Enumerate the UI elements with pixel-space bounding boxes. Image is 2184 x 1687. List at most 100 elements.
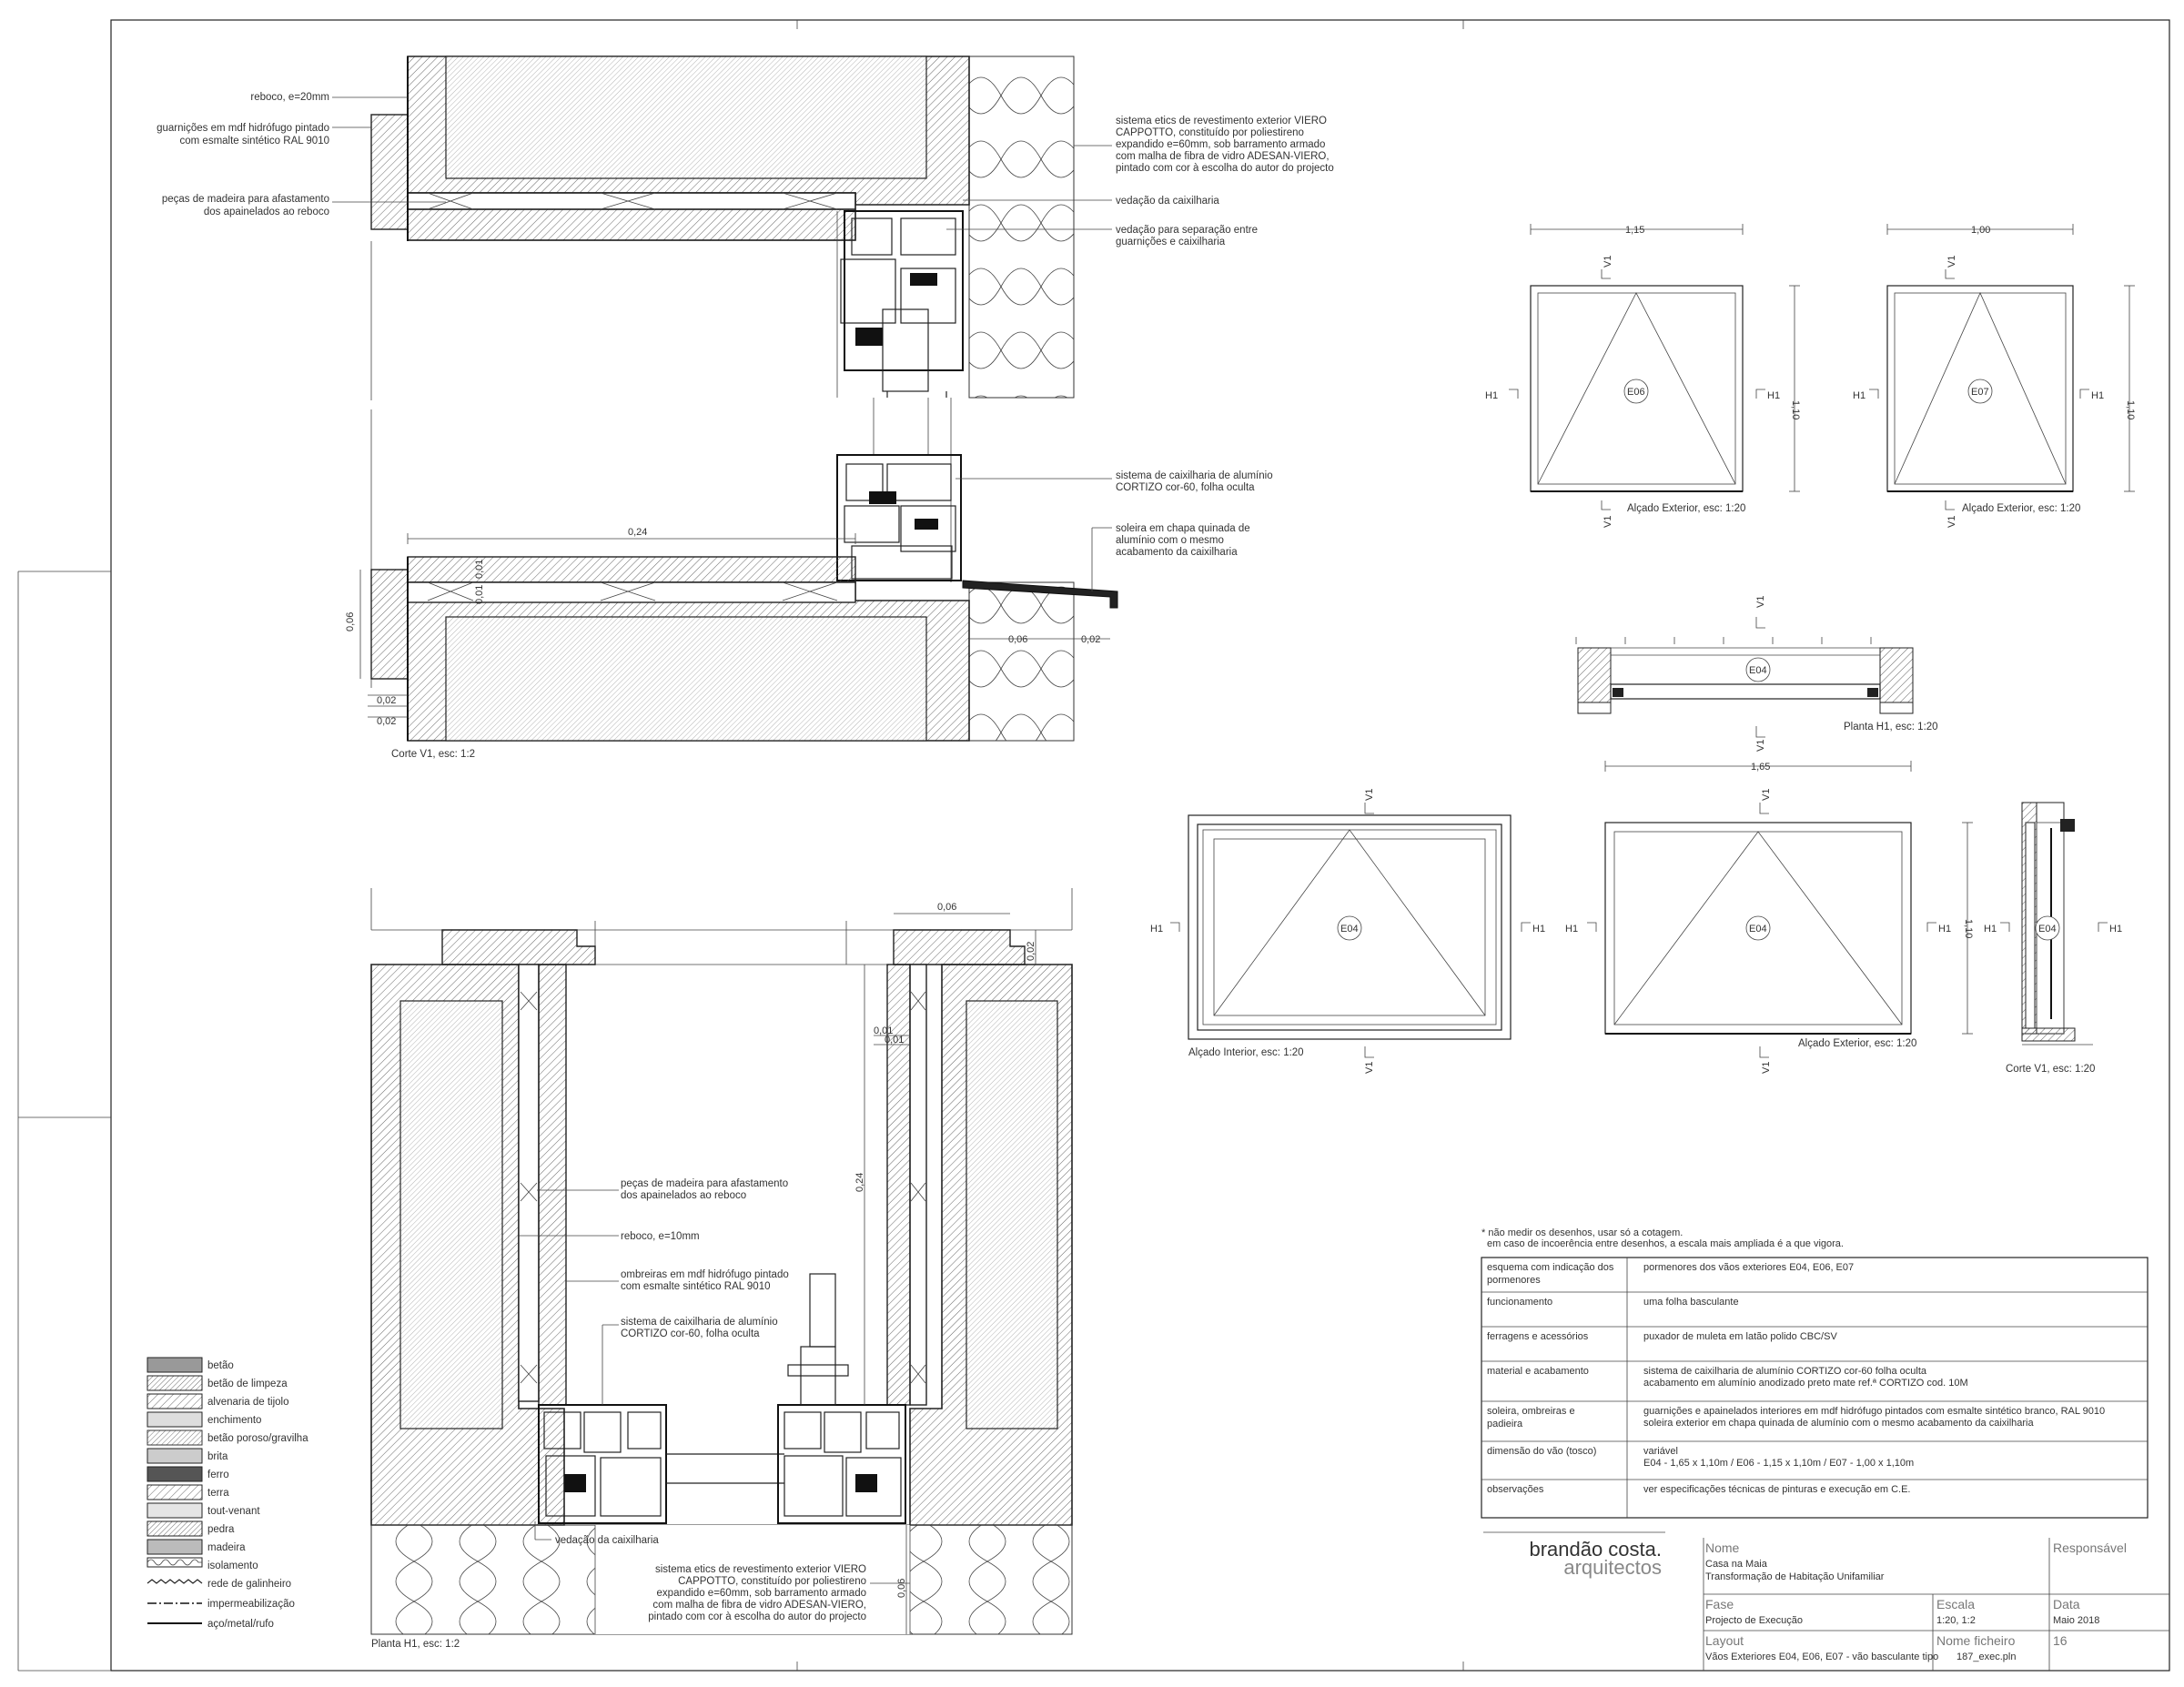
tb-sheet-no: 16 [2053, 1633, 2068, 1648]
legend-7: terra [207, 1488, 229, 1499]
e06-height: 1,10 [1790, 400, 1801, 419]
note-0: * não medir os desenhos, usar só a cotag… [1481, 1227, 1683, 1238]
legend-6: ferro [207, 1470, 229, 1480]
e06-h1-right: H1 [1767, 390, 1780, 401]
label-vedacao-sep-2: guarnições e caixilharia [1116, 237, 1226, 247]
tb-fase: Projecto de Execução [1705, 1615, 1803, 1626]
spec-table: esquema com indicação dospormenoresporme… [1481, 1257, 2149, 1519]
legend-4: betão poroso/gravilha [207, 1433, 308, 1444]
e04e-v1-top: V1 [1761, 789, 1772, 801]
e04e-width: 1,65 [1751, 762, 1770, 773]
caption-corte-v1: Corte V1, esc: 1:2 [391, 749, 475, 760]
spec-row-label: observações [1487, 1484, 1544, 1495]
spec-row-value: sistema de caixilharia de alumínio CORTI… [1643, 1366, 1927, 1377]
tb-data: Maio 2018 [2053, 1615, 2099, 1626]
spec-row-label: material e acabamento [1487, 1366, 1589, 1377]
plan-label-etics-2: CAPPOTTO, constituído por poliestireno [678, 1576, 866, 1587]
tb-layout-label: Layout [1705, 1633, 1744, 1648]
material-legend: betão betão de limpeza alvenaria de tijo… [147, 1357, 308, 1630]
e07-v1-bottom: V1 [1946, 516, 1957, 528]
legend-9: pedra [207, 1524, 235, 1535]
dim-0-01-b: 0,01 [474, 585, 485, 604]
e07-v1-top: V1 [1946, 256, 1957, 268]
label-vedacao-sep-1: vedação para separação entre [1116, 225, 1258, 236]
plan-label-etics-4: com malha de fibra de vidro ADESAN-VIERO… [652, 1600, 866, 1611]
legend-2: alvenaria de tijolo [207, 1397, 289, 1408]
plan-e04-caption: Planta H1, esc: 1:20 [1844, 722, 1938, 732]
plan-label-caixilharia-1: sistema de caixilharia de alumínio [621, 1317, 778, 1328]
spec-row-label: esquema com indicação dos [1487, 1262, 1614, 1273]
plan-label-etics-5: pintado com cor à escolha do autor do pr… [648, 1611, 866, 1622]
e07-tag: E07 [1971, 387, 1989, 398]
tb-ficheiro: 187_exec.pln [1956, 1652, 2016, 1662]
spec-notes: * não medir os desenhos, usar só a cotag… [1481, 1227, 1844, 1249]
e04e-h1-left: H1 [1565, 924, 1578, 934]
spec-row-value: guarnições e apainelados interiores em m… [1643, 1406, 2105, 1417]
plan-e04-v1-bottom: V1 [1755, 740, 1766, 752]
e07-caption: Alçado Exterior, esc: 1:20 [1962, 503, 2080, 514]
label-etics-3: expandido e=60mm, sob barramento armado [1116, 139, 1325, 150]
window-profile-lower [836, 454, 962, 581]
label-etics-4: com malha de fibra de vidro ADESAN-VIERO… [1116, 151, 1330, 162]
label-pecas-2: dos apainelados ao reboco [204, 207, 329, 217]
legend-8: tout-venant [207, 1506, 260, 1517]
plan-label-ombreiras-2: com esmalte sintético RAL 9010 [621, 1281, 771, 1292]
plan-dim-0-06: 0,06 [937, 902, 956, 913]
caption-planta-h1: Planta H1, esc: 1:2 [371, 1639, 460, 1650]
tb-nome-1: Casa na Maia [1705, 1559, 1768, 1570]
plan-e04: V1 E04 V1 Planta H1, esc: 1:20 [1575, 596, 1938, 752]
elevation-e04-interior: V1 E04 H1 H1 V1 Alçado Interior, esc: 1:… [1150, 789, 1545, 1074]
spec-row-label: dimensão do vão (tosco) [1487, 1446, 1596, 1457]
label-soleira-1: soleira em chapa quinada de [1116, 523, 1250, 534]
plan-profile-right [777, 1273, 906, 1524]
e04i-h1-right: H1 [1532, 924, 1545, 934]
tb-ficheiro-label: Nome ficheiro [1936, 1633, 2016, 1648]
legend-3: enchimento [207, 1415, 261, 1426]
tb-escala: 1:20, 1:2 [1936, 1615, 1976, 1626]
spec-row-value: puxador de muleta em latão polido CBC/SV [1643, 1331, 1837, 1342]
elevation-e04-exterior: 1,65 V1 E04 1,10 H1 H1 V1 Alçado Exterio… [1565, 761, 1974, 1074]
e06-caption: Alçado Exterior, esc: 1:20 [1627, 503, 1745, 514]
e07-width: 1,00 [1971, 225, 1990, 236]
title-block: brandão costa. arquitectos Nome Casa na … [1483, 1531, 2169, 1671]
legend-1: betão de limpeza [207, 1379, 288, 1389]
plan-label-pecas-2: dos apainelados ao reboco [621, 1190, 746, 1201]
elevation-e07: 1,00 E07 1,10 H1 H1 V1 V1 Alçado Exterio… [1853, 224, 2136, 528]
label-soleira-2: alumínio com o mesmo [1116, 535, 1224, 546]
plan-dim-0-01-b: 0,01 [885, 1035, 904, 1046]
legend-10: madeira [207, 1542, 246, 1553]
plan-e04-tag: E04 [1749, 665, 1767, 676]
plan-label-reboco: reboco, e=10mm [621, 1231, 700, 1242]
dim-0-02-r: 0,02 [1081, 634, 1100, 645]
e04e-height: 1,10 [1963, 919, 1974, 938]
tb-responsavel-label: Responsável [2053, 1541, 2127, 1555]
label-etics-5: pintado com cor à escolha do autor do pr… [1116, 163, 1334, 174]
tb-escala-label: Escala [1936, 1597, 1975, 1611]
e07-h1-right: H1 [2091, 390, 2104, 401]
plan-dim-0-24: 0,24 [854, 1173, 865, 1192]
spec-row-label: soleira, ombreiras e [1487, 1406, 1575, 1417]
plan-label-etics-3: expandido e=60mm, sob barramento armado [657, 1588, 866, 1599]
tb-nome-label: Nome [1705, 1541, 1740, 1555]
legend-14: aço/metal/rufo [207, 1619, 274, 1630]
e04i-caption: Alçado Interior, esc: 1:20 [1188, 1047, 1304, 1058]
section-v1-detail: 0,24 0,06 0,02 0,02 0,06 0,02 0,01 0,01 … [157, 56, 1334, 760]
spec-row-value: E04 - 1,65 x 1,10m / E06 - 1,15 x 1,10m … [1643, 1458, 1914, 1469]
e04e-tag: E04 [1749, 924, 1767, 934]
spec-row-value: variável [1643, 1446, 1678, 1457]
spec-row-value: soleira exterior em chapa quinada de alu… [1643, 1418, 2035, 1429]
dim-0-06: 0,06 [345, 612, 356, 631]
plan-e04-v1-top: V1 [1755, 596, 1766, 608]
e04i-v1-top: V1 [1364, 789, 1375, 801]
plan-label-vedacao: vedação da caixilharia [555, 1535, 659, 1546]
label-caixilharia-2: CORTIZO cor-60, folha oculta [1116, 482, 1255, 493]
e06-v1-bottom: V1 [1603, 516, 1613, 528]
plan-profile-left [538, 1404, 784, 1524]
e04s-tag: E04 [2038, 924, 2057, 934]
plan-label-pecas-1: peças de madeira para afastamento [621, 1178, 788, 1189]
label-vedacao: vedação da caixilharia [1116, 196, 1219, 207]
e04i-v1-bottom: V1 [1364, 1062, 1375, 1074]
plan-label-caixilharia-2: CORTIZO cor-60, folha oculta [621, 1328, 760, 1339]
spec-row-value: uma folha basculante [1643, 1297, 1739, 1308]
